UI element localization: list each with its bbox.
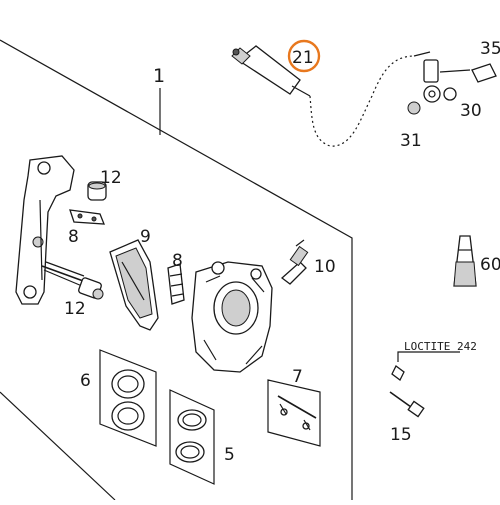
callout-9: 9: [140, 227, 151, 247]
screw-15: [389, 351, 460, 418]
bolt-35: [471, 63, 497, 83]
brake-pads-9: [109, 239, 159, 331]
callout-8-left: 8: [68, 227, 79, 247]
callout-21: 21: [292, 48, 314, 68]
callout-7: 7: [292, 367, 303, 387]
callout-6: 6: [80, 371, 91, 391]
loctite-note: LOCTITE 242: [404, 340, 477, 353]
callout-12-top: 12: [100, 168, 122, 188]
ring-kit-5: [169, 389, 215, 485]
callout-60: 60: [480, 255, 500, 275]
grease-tube-60: [453, 235, 477, 287]
assembly-panel-frame: [0, 39, 353, 500]
assembly-panel-edge: [0, 391, 116, 501]
callout-31: 31: [400, 131, 422, 151]
callout-35: 35: [480, 39, 500, 59]
bleeder-valve-10: [280, 239, 309, 285]
callout-15: 15: [390, 425, 412, 445]
callout-10: 10: [314, 257, 336, 277]
bushing-12-top: [87, 181, 107, 201]
callout-30: 30: [460, 101, 482, 121]
caliper-body: [191, 261, 273, 373]
pin-kit-7: [267, 379, 321, 447]
washer-31: [407, 101, 421, 115]
callout-12-bottom: 12: [64, 299, 86, 319]
brake-hose-21: [231, 45, 415, 147]
callout-8-center: 8: [172, 251, 183, 271]
banjo-fitting: [407, 51, 497, 115]
pad-spring-8: [167, 263, 185, 305]
highlight-circle-21: [287, 39, 321, 73]
clip-8-top: [69, 209, 105, 225]
caliper-bracket: [15, 155, 75, 305]
slide-pin-12: [41, 261, 104, 300]
washer-30: [443, 87, 457, 101]
callout-5: 5: [224, 445, 235, 465]
seal-kit-6: [99, 349, 157, 447]
callout-1: 1: [153, 65, 165, 87]
